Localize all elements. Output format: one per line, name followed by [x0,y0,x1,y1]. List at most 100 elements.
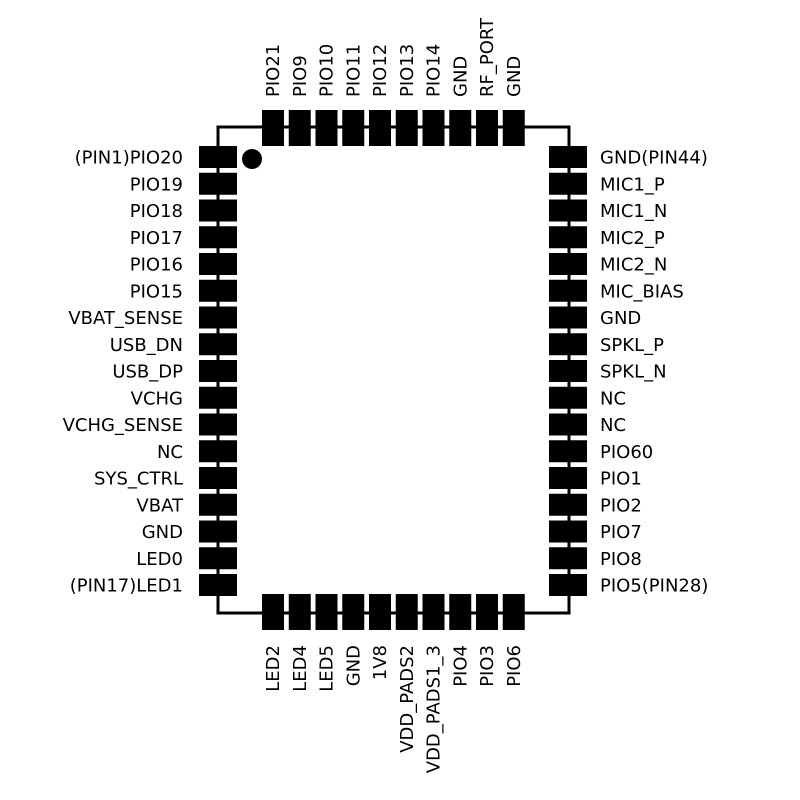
pin-pad-right [549,547,587,570]
pin-label-right: SPKL_P [600,335,664,356]
pin-label-right: PIO7 [600,522,642,543]
pin-pad-top [395,110,418,146]
pin-label-right: PIO5(PIN28) [600,576,708,597]
pin-pad-left [199,279,237,302]
pin-label-right: MIC2_P [600,228,665,249]
pin-label-bottom: PIO4 [450,645,471,687]
pin-pad-left [199,520,237,543]
pin-label-left: (PIN17)LED1 [70,576,183,597]
pin-label-top: GND [504,56,525,97]
pin-label-bottom: LED5 [317,645,338,692]
pin-pad-left [199,146,237,168]
pin-label-left: PIO18 [130,201,183,222]
pin-pad-left [199,547,237,570]
pin-pad-left [199,253,237,275]
pin-pad-bottom [395,594,418,630]
pin-pad-right [549,333,587,356]
pin-label-left: PIO15 [130,281,183,302]
pin-pad-right [549,520,587,543]
pin-label-right: PIO60 [600,442,653,463]
pin-label-top: PIO11 [343,44,364,97]
pin-label-bottom: LED2 [263,645,284,692]
pin-pad-bottom [262,594,284,630]
pin-pad-bottom [369,594,391,630]
pin-label-right: NC [600,388,626,409]
pin1-indicator-dot [242,149,262,169]
pin-pad-bottom [502,594,525,630]
pin-label-left: VCHG_SENSE [63,415,183,436]
pin-label-right: PIO8 [600,549,642,570]
pin-pad-left [199,360,237,382]
pin-pad-bottom [476,594,498,630]
pin-pad-top [422,110,445,146]
pin-label-left: VBAT [136,495,184,516]
pin-pad-left [199,493,237,516]
pin-pad-top [342,110,365,146]
pin-label-right: GND [600,308,641,329]
pin-pad-left [199,306,237,329]
pin-label-right: MIC1_N [600,201,667,222]
pin-pad-top [502,110,525,146]
pin-pad-right [549,253,587,275]
pin-label-left: PIO19 [130,174,183,195]
pin-label-top: PIO21 [263,44,284,97]
pin-label-right: NC [600,415,626,436]
left-pin-group: (PIN1)PIO20PIO19PIO18PIO17PIO16PIO15VBAT… [63,146,237,597]
pin-label-left: LED0 [136,549,183,570]
pin-pad-right [549,360,587,382]
pin-label-left: SYS_CTRL [94,469,183,490]
pin-label-right: SPKL_N [600,362,667,383]
pin-pad-left [199,574,237,596]
pin-label-bottom: LED4 [290,645,311,692]
pin-pad-right [549,172,587,195]
pin-label-right: PIO1 [600,469,642,490]
pin-label-left: USB_DN [110,335,183,356]
pin-pad-top [476,110,498,146]
pin-label-left: NC [157,442,183,463]
pin-pad-bottom [342,594,365,630]
pin-label-left: USB_DP [112,362,183,383]
pin-pad-left [199,467,237,489]
pin-label-bottom: GND [343,645,364,686]
pin-pad-top [262,110,284,146]
pin-pad-left [199,226,237,249]
pin-pad-right [549,574,587,596]
pin-label-top: PIO14 [424,44,445,97]
pin-pad-right [549,413,587,436]
pin-label-bottom: VDD_PADS2 [397,645,418,753]
pin-pad-right [549,386,587,409]
pin-pad-left [199,413,237,436]
pin-pad-top [449,110,472,146]
pin-pad-right [549,493,587,516]
pin-pad-left [199,386,237,409]
pin-pad-bottom [422,594,445,630]
pin-pad-right [549,199,587,222]
pin-pad-left [199,199,237,222]
pin-pad-top [288,110,311,146]
pin-pad-top [315,110,338,146]
pin-pad-right [549,226,587,249]
pin-pad-left [199,172,237,195]
pin-pad-left [199,333,237,356]
pin-pad-bottom [315,594,338,630]
pin-label-bottom: PIO3 [477,645,498,687]
pin-pad-left [199,440,237,463]
pin-label-top: PIO10 [317,44,338,97]
pin-label-top: PIO12 [370,44,391,97]
pin-label-bottom: VDD_PADS1_3 [424,645,445,773]
pin-pad-right [549,146,587,168]
pin-pad-right [549,279,587,302]
right-pin-group: PIO5(PIN28) PIO8 PIO7 PIO2 PIO1 PIO60 NC NC SPKL… [549,146,708,597]
pin-label-left: PIO16 [130,255,183,276]
pin-label-right: GND(PIN44) [600,148,708,169]
pin-label-top: PIO13 [397,44,418,97]
pin-label-bottom: 1V8 [370,645,391,680]
pin-label-right: MIC2_N [600,255,667,276]
pin-label-left: (PIN1)PIO20 [75,148,183,169]
chip-body-outline [216,125,571,615]
pin-label-right: PIO2 [600,495,642,516]
pin-pad-top [369,110,391,146]
pin-label-right: MIC_BIAS [600,281,684,302]
pin-label-top: RF_PORT [477,17,498,97]
